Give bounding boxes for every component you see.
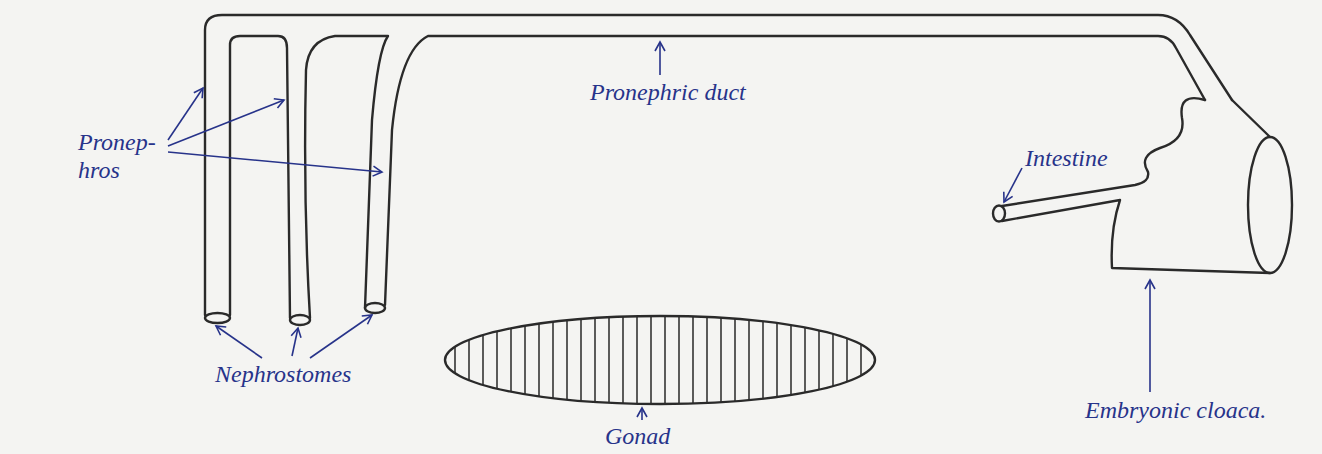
- leader-arrow: [168, 88, 203, 140]
- cloaca-outline: [1232, 100, 1270, 137]
- part-label: Pronephric duct: [590, 78, 746, 106]
- part-label: Embryonic cloaca.: [1085, 396, 1266, 424]
- leader-arrow: [292, 328, 298, 356]
- leader-arrow: [168, 152, 382, 172]
- part-label: Intestine: [1025, 144, 1108, 172]
- leader-arrow: [168, 100, 284, 146]
- duct-outline: [205, 15, 1232, 315]
- cloaca-outline: [1002, 98, 1205, 206]
- cloaca-opening: [1248, 137, 1292, 273]
- leader-arrow: [659, 42, 661, 75]
- part-label: Pronep- hros: [78, 128, 156, 184]
- tubule-outline: [230, 36, 290, 318]
- gonad-shape: [445, 316, 875, 404]
- leader-arrow: [310, 315, 372, 358]
- nephrostome: [205, 313, 230, 323]
- part-label: Nephrostomes: [215, 360, 351, 388]
- leader-arrow: [641, 408, 643, 420]
- intestine-end: [993, 206, 1005, 222]
- nephrostome: [365, 303, 385, 313]
- tubule-outline: [305, 36, 388, 318]
- part-label: Gonad: [605, 422, 670, 450]
- leader-arrow: [216, 326, 262, 358]
- cloaca-outline: [1002, 200, 1270, 273]
- leader-arrow: [1149, 280, 1151, 392]
- duct-outline: [385, 36, 1205, 305]
- leader-arrow: [1004, 168, 1022, 202]
- nephrostome: [290, 315, 310, 325]
